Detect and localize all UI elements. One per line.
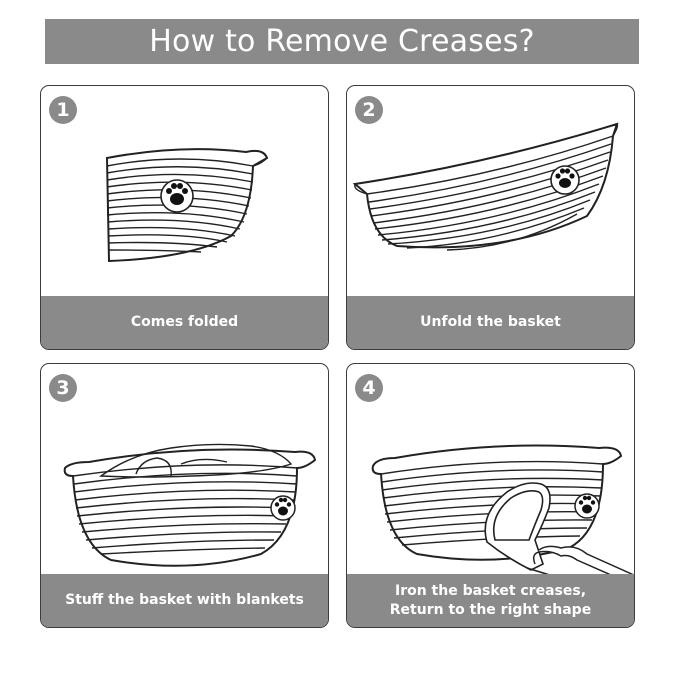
step-caption: Iron the basket creases, Return to the r…	[347, 574, 634, 627]
step-caption: Comes folded	[41, 296, 328, 349]
unfolded-basket-illustration	[352, 122, 619, 251]
paw-print-icon	[270, 495, 296, 521]
step-panel-3: 3 Stuff the basket with blankets	[40, 363, 329, 628]
paw-print-icon	[574, 493, 600, 519]
paw-print-icon	[550, 165, 580, 195]
step-number-badge: 1	[49, 96, 77, 124]
page-title: How to Remove Creases?	[45, 19, 639, 64]
step-number-badge: 3	[49, 374, 77, 402]
step-number-badge: 2	[355, 96, 383, 124]
step-panel-2: 2 Unfold the basket	[346, 85, 635, 350]
iron-tool-icon	[484, 482, 554, 576]
step-number-badge: 4	[355, 374, 383, 402]
step-panel-4: 4 Iron the basket creases, Return to the…	[346, 363, 635, 628]
paw-print-icon	[160, 179, 194, 213]
folded-basket-illustration	[105, 148, 269, 263]
stuffed-basket-illustration	[63, 443, 317, 567]
step-caption: Stuff the basket with blankets	[41, 574, 328, 627]
hand-icon	[532, 545, 634, 576]
step-caption: Unfold the basket	[347, 296, 634, 349]
ironing-basket-illustration	[371, 444, 634, 576]
step-panel-1: 1 Comes folded	[40, 85, 329, 350]
